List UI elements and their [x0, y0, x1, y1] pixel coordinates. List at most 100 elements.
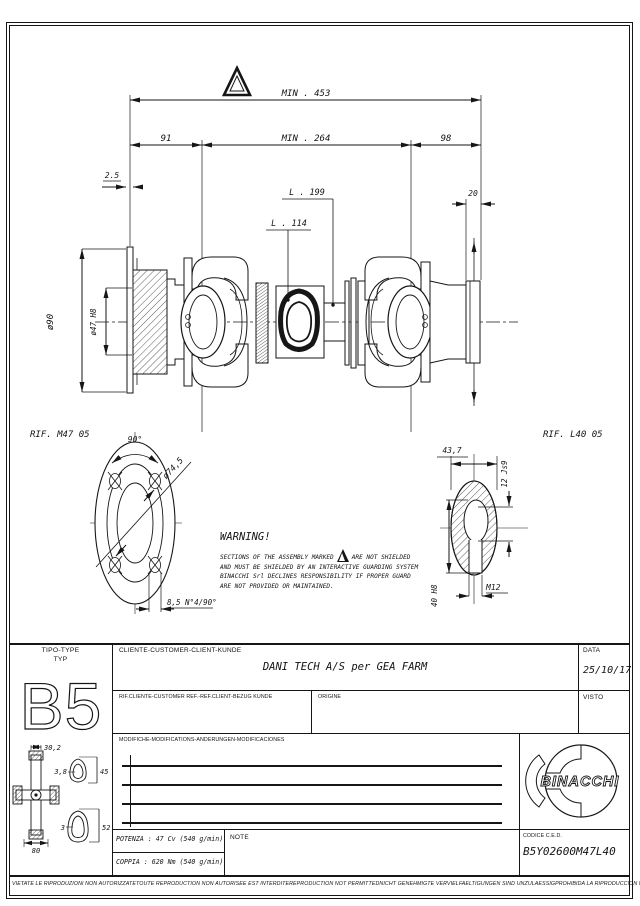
- shield-collar-hatch: [255, 282, 269, 364]
- cross-width-label: 30,2: [43, 744, 61, 752]
- logo-notch-top: [545, 744, 582, 774]
- right-yoke-far-ear-inner: [370, 288, 384, 356]
- bearing-band: [350, 277, 357, 369]
- modification-line: [122, 784, 502, 786]
- dim-bolt-circle-arrow1: [143, 489, 155, 502]
- type-value: B5: [20, 669, 103, 743]
- grease-fitting: [422, 322, 428, 328]
- dim-pilot-label: ø47 H8: [89, 308, 98, 336]
- type-label-2: TYP: [53, 656, 68, 663]
- logo-crescent: [525, 754, 546, 808]
- warning-triangle-icon: [221, 65, 253, 97]
- dim-bore-label: 40 H8: [430, 584, 439, 607]
- tube-triangle-inner: [285, 301, 313, 343]
- dim-keyway-label: 12 Js9: [500, 460, 509, 488]
- modifications-label: MODIFICHE-MODIFICATIONS-ANDERUNGEN-MODIF…: [119, 737, 285, 743]
- flange-detail-bore: [116, 482, 154, 564]
- dim-overall-label: MIN . 453: [281, 89, 331, 99]
- leader-dot: [286, 298, 290, 302]
- torque-value: COPPIA : 620 Nm (540 g/min): [116, 858, 224, 866]
- leader-dot: [331, 303, 335, 307]
- bearing-band: [357, 280, 370, 366]
- dim-l199-label: L . 199: [289, 188, 325, 198]
- grease-fitting: [185, 322, 191, 328]
- title-block: TIPO-TYPE TYP B5: [9, 643, 632, 877]
- note-label: NOTE: [230, 834, 249, 841]
- origin-label: ORIGINE: [318, 694, 342, 700]
- modification-line: [122, 765, 502, 767]
- ref-left-label: RIF. M47 05: [30, 430, 90, 440]
- customer-value: DANI TECH A/S per GEA FARM: [262, 661, 428, 673]
- notice-french: TOUTE REPRODUCTION NON AUTORISEE EST INT…: [135, 881, 290, 887]
- client-ref-label: RIF.CLIENTE-CUSTOMER REF.-REF.CLIENT-BEZ…: [119, 694, 273, 700]
- tube2-wall-label: 3: [60, 824, 65, 832]
- main-drawing: MIN . 453 91 MIN . 264 98 2.5 20 L . 199…: [30, 65, 603, 614]
- grease-fitting: [185, 314, 191, 320]
- power-value: POTENZA : 47 Cv (540 g/min): [116, 835, 224, 843]
- flange-detail-bolt-circle: [106, 463, 164, 583]
- tube-profile-small: [68, 756, 98, 784]
- warning-line-4: ARE NOT PROVIDED OR MAINTAINED.: [220, 582, 334, 590]
- ref-right-label: RIF. L40 05: [543, 430, 603, 440]
- reproduction-notices: VIETATE LE RIPRODUZIONI NON AUTORIZZATE …: [9, 881, 640, 887]
- right-bearing-eye-inner: [395, 294, 425, 350]
- hub-hatch: [132, 269, 168, 375]
- left-yoke-far-ear: [223, 277, 248, 367]
- customer-label: CLIENTE-CUSTOMER-CLIENT-KUNDE: [119, 647, 242, 654]
- flange-bolt-holes: [107, 471, 163, 575]
- notice-spanish: PROHIBIDA LA RIPRODUCCION NO AUTORIZADA: [555, 881, 640, 887]
- notice-english: REPRODUCTION NOT PERMITTED: [289, 881, 380, 887]
- component-views: 30,2 80 3,8 45 3 52: [12, 744, 110, 855]
- tube2-size-label: 52: [102, 824, 110, 832]
- sheet-outer-border: [6, 22, 633, 899]
- dim-98-label: 98: [441, 134, 452, 144]
- cross-journal-view: [12, 744, 60, 847]
- dim-bolt-circle-leader: [95, 461, 192, 568]
- right-yoke-ear-bottom: [364, 343, 422, 388]
- shaft-detail-bore: [463, 499, 489, 543]
- bearing-band: [344, 280, 350, 366]
- tube1-wall-label: 3,8: [53, 768, 67, 776]
- warning-line-3: BINACCHI Srl DECLINES RESPONSIBILITY IF …: [220, 573, 411, 581]
- left-bearing-eye-inner: [188, 294, 218, 350]
- tube-profile-large: [66, 808, 100, 843]
- output-shaft-end: [465, 280, 481, 364]
- type-value-art: B5: [19, 668, 103, 743]
- tube-triangle-outer: [278, 288, 320, 352]
- type-label: TIPO-TYPE: [41, 647, 80, 654]
- dim-plate-label: 2.5: [105, 171, 120, 180]
- dim-90deg-arc: [111, 454, 159, 464]
- left-yoke-ear-top: [191, 256, 249, 301]
- right-yoke-ear-top: [364, 256, 422, 301]
- left-yoke-far-ear-inner: [229, 288, 243, 356]
- dim-264-label: MIN . 264: [281, 134, 331, 144]
- brand-name: BINACCHI: [541, 774, 620, 790]
- warning-note: WARNING! SECTIONS OF THE ASSEMBLY MARKED…: [220, 531, 430, 591]
- right-bearing-eye: [387, 285, 433, 359]
- output-shaft: [429, 280, 467, 364]
- grease-fitting: [422, 314, 428, 320]
- dim-od-label: ø90: [46, 314, 56, 330]
- notice-italian: VIETATE LE RIPRODUZIONI NON AUTORIZZATE: [12, 881, 136, 887]
- shaft-assembly-geometry: [79, 65, 528, 614]
- dim-thread-label: M12: [485, 583, 501, 592]
- warning-title: WARNING!: [220, 531, 271, 543]
- flange-plate: [126, 246, 134, 394]
- sheet-inner-border: [9, 25, 630, 896]
- dim-90deg-label: 90°: [128, 435, 142, 444]
- code-label: CODICE C.E.D.: [523, 833, 562, 839]
- dim-437-label: 43,7: [442, 446, 461, 455]
- dim-91-label: 91: [161, 134, 172, 144]
- modification-line-vertical: [130, 755, 131, 827]
- date-label: DATA: [583, 647, 601, 654]
- dim-bolt-circle-arrow2: [115, 544, 127, 557]
- warning-triangle-icon: [336, 549, 349, 562]
- shaft-detail-keyway: [468, 540, 483, 574]
- code-value: B5Y02600M47L40: [523, 845, 616, 858]
- date-value: 25/10/17: [583, 665, 632, 676]
- left-yoke-ear-bottom: [191, 343, 249, 388]
- approved-label: VISTO: [583, 694, 604, 701]
- left-bearing-eye: [180, 285, 226, 359]
